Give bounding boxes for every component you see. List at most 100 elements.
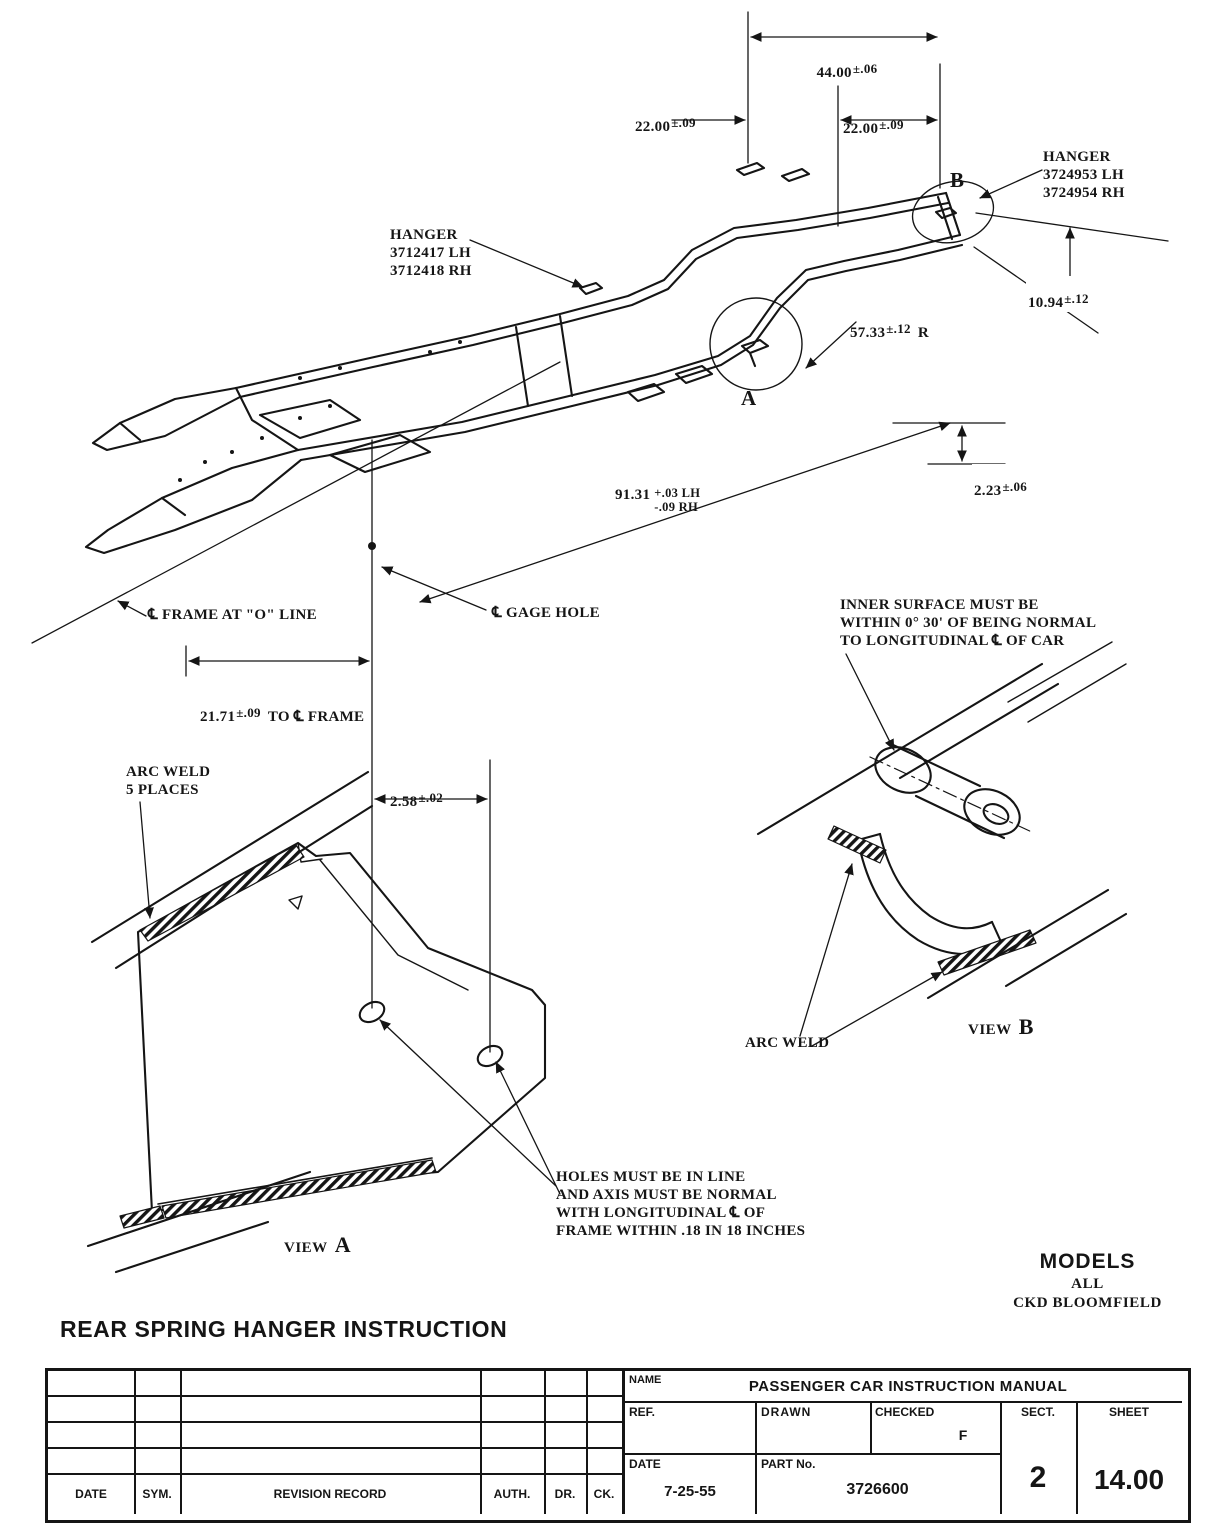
cl-gage-hole-label: ℄ GAGE HOLE xyxy=(492,605,600,621)
view-a-weld-strip xyxy=(139,844,305,942)
frame-far-rail-inner xyxy=(238,201,950,399)
view-a-weld-strip xyxy=(119,1205,165,1229)
cl-frame-o-line-label: ℄ FRAME AT "O" LINE xyxy=(148,607,317,623)
arc-weld-a-leader xyxy=(139,801,154,919)
front-horn-far xyxy=(91,386,242,452)
table-line xyxy=(180,1371,182,1514)
table-line xyxy=(544,1371,546,1514)
rev-col-sym: SYM. xyxy=(142,1486,172,1501)
models-line-2: CKD BLOOMFIELD xyxy=(1013,1295,1162,1311)
front-horn-near xyxy=(84,448,303,555)
checked-label: CHECKED xyxy=(875,1405,935,1419)
view-a-weld-strip xyxy=(161,1159,437,1219)
ref-label: REF. xyxy=(629,1405,656,1419)
view-b-tube-end-right xyxy=(963,788,1021,836)
rear-extension-diagonal xyxy=(975,212,1169,242)
frame-near-rail-outer xyxy=(296,233,962,452)
view-a-drawing xyxy=(86,770,561,1274)
hanger-rear-leader xyxy=(979,169,1043,199)
title-block-divider xyxy=(622,1371,625,1514)
name-label: NAME xyxy=(629,1374,662,1386)
o-line xyxy=(31,361,561,644)
rev-col-dr: DR. xyxy=(554,1486,576,1501)
dim-9131-label: 91.31+.03 LH-.09 RH xyxy=(615,486,701,515)
view-b-upper-right-lines xyxy=(1007,641,1127,723)
view-a-fold-line xyxy=(319,859,469,991)
view-b-tube-bore xyxy=(982,803,1010,825)
dim-22-right-label: 22.00±.09 xyxy=(843,117,904,137)
table-line xyxy=(586,1371,588,1514)
sect-label: SECT. xyxy=(1020,1405,1055,1419)
outrigger-tabs xyxy=(578,161,811,403)
inner-surface-note: INNER SURFACE MUST BE WITHIN 0° 30' OF B… xyxy=(840,597,1097,649)
rev-col-auth: AUTH. xyxy=(493,1486,531,1501)
dim-9131-line xyxy=(419,421,951,604)
table-line xyxy=(870,1401,872,1453)
sheet-label: SHEET xyxy=(1108,1405,1149,1419)
rev-col-date: DATE xyxy=(75,1486,107,1501)
rivet-dots xyxy=(178,340,462,482)
hanger-bracket-a-detail xyxy=(740,338,770,368)
page-title: REAR SPRING HANGER INSTRUCTION xyxy=(60,1316,508,1342)
title-block: DATE SYM. REVISION RECORD AUTH. DR. CK. … xyxy=(45,1368,1191,1523)
view-b-arc-weld-leader xyxy=(811,971,943,1047)
dim-258-label: 2.58±.02 xyxy=(390,790,444,810)
front-suspension-detail xyxy=(258,398,432,474)
drawn-label: DRAWN xyxy=(761,1405,812,1419)
detail-b-circle xyxy=(911,180,995,244)
checked-value: F xyxy=(958,1427,968,1443)
name-value: PASSENGER CAR INSTRUCTION MANUAL xyxy=(748,1378,1068,1395)
view-a-rail-lines xyxy=(90,770,374,970)
models-heading: MODELS xyxy=(1039,1250,1136,1273)
table-line xyxy=(480,1371,482,1514)
view-b-note-leader xyxy=(845,653,895,751)
hanger-front-label: HANGER 3712417 LH 3712418 RH xyxy=(390,227,472,279)
front-crossmember xyxy=(234,386,300,452)
view-b-weld-strip xyxy=(937,929,1037,976)
dim-22-left-label: 22.00±.09 xyxy=(635,115,696,135)
table-line xyxy=(755,1401,757,1514)
models-block: MODELS ALL CKD BLOOMFIELD xyxy=(995,1250,1180,1312)
gage-hole-leader xyxy=(381,566,487,611)
view-a-lower-rail-lines xyxy=(86,1170,312,1274)
table-line xyxy=(48,1473,622,1475)
part-no-label: PART No. xyxy=(761,1457,816,1471)
table-line xyxy=(625,1453,1000,1455)
front-horn-detail xyxy=(118,421,187,517)
detail-b-marker: B xyxy=(950,168,965,192)
view-a-hole-1 xyxy=(358,1000,386,1024)
view-a-hole-2 xyxy=(476,1044,504,1068)
view-b-tube-end-left xyxy=(874,746,932,794)
table-line xyxy=(48,1395,622,1397)
sect-value: 2 xyxy=(1029,1461,1047,1494)
gage-hole-dot xyxy=(368,542,376,550)
table-line xyxy=(1000,1401,1002,1514)
hanger-rear-label: HANGER 3724953 LH 3724954 RH xyxy=(1043,149,1125,201)
dim-44-label: 44.00±.06 xyxy=(816,61,878,81)
table-line xyxy=(625,1401,1182,1403)
detail-a-marker: A xyxy=(741,386,757,410)
holes-note: HOLES MUST BE IN LINE AND AXIS MUST BE N… xyxy=(556,1169,806,1239)
frame-near-rail-inner xyxy=(299,243,964,462)
dimension-lines xyxy=(31,11,1169,1053)
models-line-1: ALL xyxy=(1071,1276,1104,1292)
rev-col-revision-record: REVISION RECORD xyxy=(273,1486,387,1501)
table-line xyxy=(1076,1401,1078,1514)
view-a-bottom-edge xyxy=(157,1157,433,1205)
arc-weld-a-note: ARC WELD 5 PLACES xyxy=(126,764,211,798)
view-b-tube-body xyxy=(889,742,1006,840)
view-b-bracket-inner xyxy=(878,832,994,930)
view-b-weld-strip xyxy=(827,825,887,864)
o-line-leader xyxy=(117,600,147,617)
date-label: DATE xyxy=(629,1457,661,1471)
view-b-tube-axis xyxy=(869,756,1035,834)
table-line xyxy=(48,1421,622,1423)
view-a-hole-leader xyxy=(495,1061,561,1195)
rev-col-ck: CK. xyxy=(593,1486,615,1501)
view-b-lower-rail-lines xyxy=(926,888,1128,1000)
